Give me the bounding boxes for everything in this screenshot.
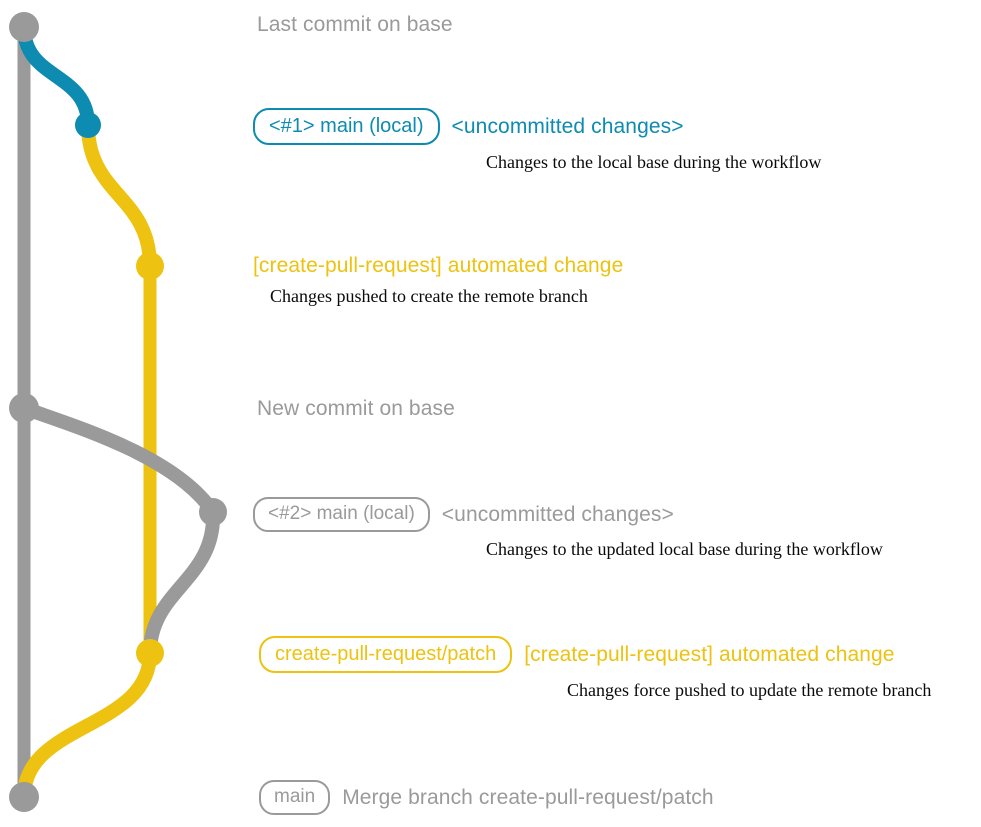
taglist-automated-change-2: create-pull-request/patch [create-pull-r… xyxy=(259,636,931,673)
subtext-automated-change-2: Changes force pushed to update the remot… xyxy=(567,680,932,700)
edge-base-to-local-2 xyxy=(17,401,220,519)
row-merge-commit: main Merge branch create-pull-request/pa… xyxy=(259,780,714,815)
row-local-commit-2: <#2> main (local) <uncommitted changes> … xyxy=(253,497,883,560)
node-local-2 xyxy=(199,498,227,526)
row-last-commit-on-base: Last commit on base xyxy=(257,12,453,38)
headline-last-commit-on-base: Last commit on base xyxy=(257,13,453,36)
branch-tag-main-local-1[interactable]: <#1> main (local) xyxy=(253,108,440,145)
subtext-local-commit-2: Changes to the updated local base during… xyxy=(486,539,883,559)
row-new-commit-on-base: New commit on base xyxy=(257,396,455,422)
node-patch-update xyxy=(136,639,164,667)
branch-tag-create-pull-request-patch[interactable]: create-pull-request/patch xyxy=(259,636,513,673)
subtext-automated-change-1: Changes pushed to create the remote bran… xyxy=(270,286,588,306)
headline-automated-change-1: [create-pull-request] automated change xyxy=(253,254,624,277)
taglist-local-commit-1: <#1> main (local) <uncommitted changes> xyxy=(253,108,821,145)
headline-uncommitted-changes-2: <uncommitted changes> xyxy=(441,502,674,526)
branch-graph xyxy=(9,12,227,812)
edge-base-to-local-1 xyxy=(17,20,95,132)
edge-patch-to-merge xyxy=(17,646,157,804)
node-base-last xyxy=(9,12,39,42)
row-local-commit-1: <#1> main (local) <uncommitted changes> … xyxy=(253,108,821,173)
taglist-local-commit-2: <#2> main (local) <uncommitted changes> xyxy=(253,497,883,532)
node-patch-create xyxy=(136,252,164,280)
row-automated-change-1: [create-pull-request] automated change C… xyxy=(253,253,623,307)
edge-local-2-to-patch xyxy=(143,505,221,660)
edge-local-1-to-patch xyxy=(81,118,157,273)
row-automated-change-2: create-pull-request/patch [create-pull-r… xyxy=(259,636,931,701)
node-base-merge xyxy=(9,782,39,812)
node-local-1 xyxy=(75,112,101,138)
headline-merge-commit: Merge branch create-pull-request/patch xyxy=(342,785,714,809)
subtext-local-commit-1: Changes to the local base during the wor… xyxy=(486,152,822,172)
taglist-merge-commit: main Merge branch create-pull-request/pa… xyxy=(259,780,714,815)
node-base-new xyxy=(9,393,39,423)
branch-tag-main[interactable]: main xyxy=(259,780,331,815)
branch-tag-main-local-2[interactable]: <#2> main (local) xyxy=(253,497,430,532)
headline-new-commit-on-base: New commit on base xyxy=(257,397,455,420)
headline-automated-change-2: [create-pull-request] automated change xyxy=(524,642,895,666)
headline-uncommitted-changes-1: <uncommitted changes> xyxy=(451,114,684,138)
